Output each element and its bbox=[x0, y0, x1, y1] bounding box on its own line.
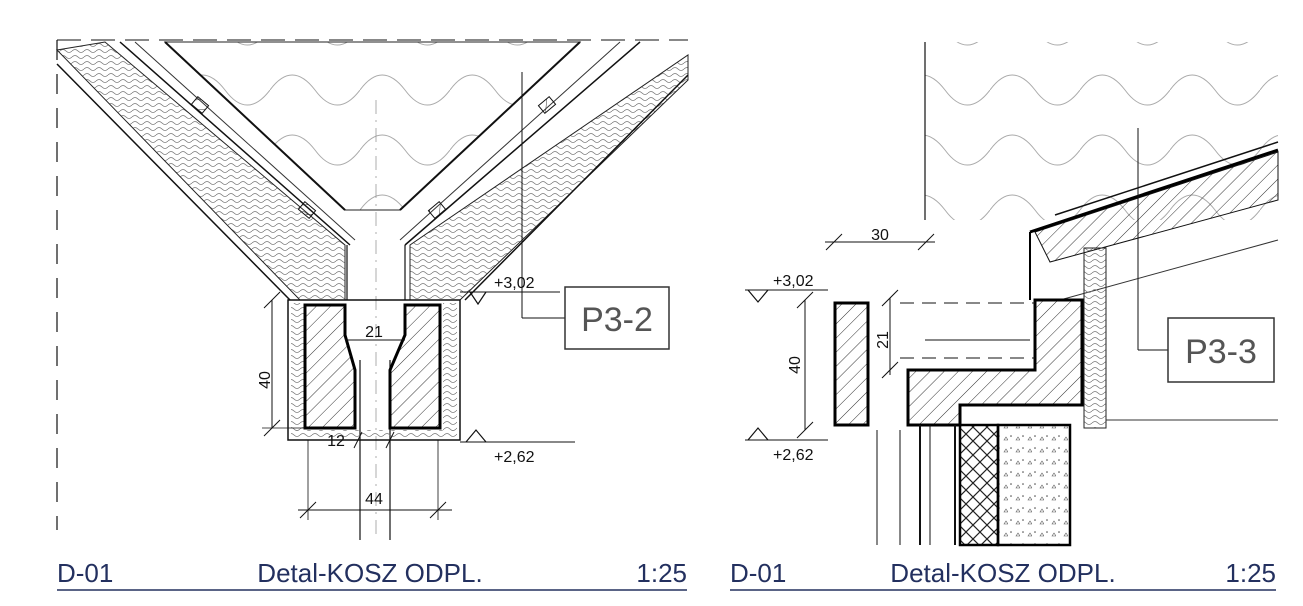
right-detail: 30 40 21 +3,02 +2,62 P3-3 D-01 Detal-KOS… bbox=[730, 42, 1279, 591]
wall-concrete-layer bbox=[996, 423, 1072, 547]
left-level-top: +3,02 bbox=[494, 275, 535, 292]
left-section-tag: P3-2 bbox=[581, 301, 653, 339]
right-roof-layers bbox=[1034, 151, 1279, 263]
right-level-top: +3,02 bbox=[773, 273, 814, 290]
left-title-code: D-01 bbox=[57, 558, 113, 588]
left-section-tag-box bbox=[564, 286, 670, 350]
left-dim-pipe: 12 bbox=[327, 433, 345, 450]
left-level-bottom: +2,62 bbox=[494, 449, 535, 466]
left-title-scale: 1:25 bbox=[636, 558, 687, 588]
gutter-slab bbox=[906, 298, 1084, 427]
right-section-tag-box bbox=[1167, 317, 1275, 383]
gutter-wall-left bbox=[303, 303, 357, 430]
left-dim-height: 40 bbox=[257, 371, 274, 389]
right-dim-height: 40 bbox=[787, 356, 804, 374]
left-detail: 40 21 12 44 +3,02 +2,62 P3-2 D-01 Detal-… bbox=[55, 39, 689, 591]
right-title-scale: 1:25 bbox=[1225, 558, 1276, 588]
right-dim-offset: 30 bbox=[871, 227, 889, 244]
parapet-wall bbox=[833, 301, 870, 427]
gutter-wall-right bbox=[388, 303, 442, 430]
right-section-tag: P3-3 bbox=[1185, 333, 1257, 371]
right-title-code: D-01 bbox=[730, 558, 786, 588]
right-title-name: Detal-KOSZ ODPL. bbox=[890, 558, 1115, 588]
left-title-name: Detal-KOSZ ODPL. bbox=[257, 558, 482, 588]
wall-brick-layer bbox=[958, 423, 1000, 547]
left-dim-opening: 21 bbox=[365, 324, 383, 341]
left-dim-width: 44 bbox=[365, 491, 383, 508]
right-dim-opening: 21 bbox=[875, 331, 892, 349]
left-roof-insulation bbox=[55, 41, 346, 301]
right-level-bottom: +2,62 bbox=[773, 447, 814, 464]
